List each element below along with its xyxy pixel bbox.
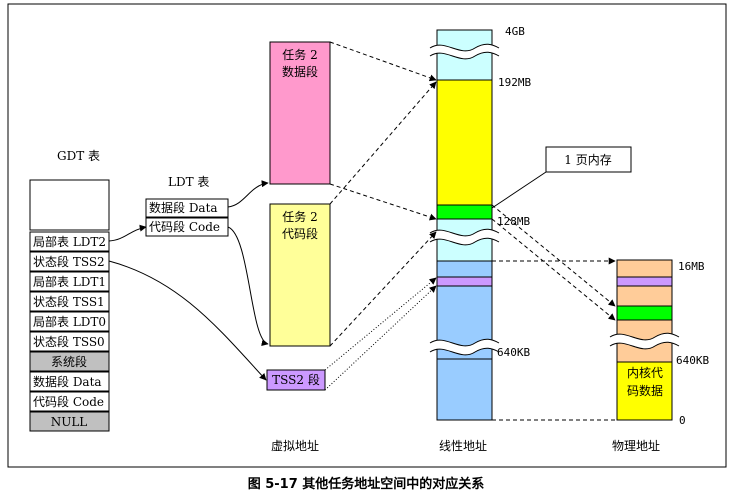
linear-break-low-lines xyxy=(429,338,500,356)
page-callout-label: 1 页内存 xyxy=(564,153,611,167)
gdt-entry-null-label: NULL xyxy=(51,415,88,429)
page-callout-box xyxy=(545,146,632,173)
linear-break-mid xyxy=(430,229,499,245)
map-tss-top xyxy=(324,277,437,371)
ldt-entry-code-label: 代码段 Code xyxy=(149,219,220,234)
gdt-entry-tss1-label: 状态段 TSS1 xyxy=(33,294,105,309)
gdt-entry-data-label: 数据段 Data xyxy=(33,374,102,389)
ldt-title: LDT 表 xyxy=(168,175,209,189)
arrow-ldt2-to-ldt xyxy=(108,224,147,242)
linear-tss-region xyxy=(436,276,493,287)
task2-code-line2: 代码段 xyxy=(282,226,318,241)
task2-data-line1: 任务 2 xyxy=(282,47,317,62)
map-code-bottom xyxy=(329,231,437,347)
linear-label-192mb: 192MB xyxy=(498,76,531,89)
map-code-top xyxy=(329,81,437,205)
map-page-top xyxy=(491,204,616,307)
task2-code-segment xyxy=(269,203,331,347)
arrow-tss2-to-segment xyxy=(108,260,267,381)
arrow-ldt-code-to-segment xyxy=(227,226,269,347)
linear-label-128mb: 128MB xyxy=(497,215,530,228)
linear-break-mid-lines xyxy=(429,228,500,246)
linear-address-label: 线性地址 xyxy=(439,439,487,453)
physical-label-16mb: 16MB xyxy=(678,260,705,273)
physical-label-640kb: 640KB xyxy=(676,354,709,367)
physical-region-top xyxy=(616,259,673,278)
map-data-bottom xyxy=(329,183,437,221)
figure-caption: 图 5-17 其他任务地址空间中的对应关系 xyxy=(248,476,485,492)
gdt-table: 局部表 LDT2 状态段 TSS2 局部表 LDT1 状态段 TSS1 局部表 … xyxy=(29,179,110,432)
map-tss-bottom xyxy=(324,285,437,391)
linear-blue-upper xyxy=(436,260,493,278)
tss2-segment xyxy=(266,369,326,391)
linear-break-low xyxy=(430,339,499,355)
map-data-top xyxy=(329,41,437,82)
gdt-entry-tss2-label: 状态段 TSS2 xyxy=(33,254,105,269)
ldt-entry-data-label: 数据段 Data xyxy=(149,200,218,215)
arrow-ldt-data-to-segment xyxy=(227,180,269,208)
linear-page-region xyxy=(436,204,493,220)
ldt-table: 数据段 Data 代码段 Code xyxy=(145,198,229,237)
figure-frame xyxy=(7,3,727,468)
physical-break xyxy=(610,333,679,349)
tss2-segment-label: TSS2 段 xyxy=(272,372,320,387)
gdt-entry-tss1 xyxy=(29,291,110,312)
ldt-entry-data xyxy=(145,198,229,218)
linear-break-top-lines xyxy=(429,43,500,60)
physical-break-lines xyxy=(609,332,680,350)
gdt-title: GDT 表 xyxy=(57,149,100,163)
linear-yellow-region xyxy=(436,79,493,206)
gdt-entry-data xyxy=(29,371,110,392)
page-callout-pointer xyxy=(491,171,547,209)
gdt-entry-system-label: 系统段 xyxy=(51,354,87,369)
gdt-entry-code-label: 代码段 Code xyxy=(33,394,104,409)
physical-tss-region xyxy=(616,276,673,287)
linear-address-bar xyxy=(429,29,500,421)
gdt-entry-ldt1 xyxy=(29,271,110,292)
gdt-entry-tss0-label: 状态段 TSS0 xyxy=(33,334,105,349)
physical-address-label: 物理地址 xyxy=(612,439,660,453)
linear-break-top xyxy=(430,44,499,59)
gdt-top-blank xyxy=(29,179,110,231)
gdt-entry-ldt2 xyxy=(29,231,110,252)
physical-region-2 xyxy=(616,285,673,307)
physical-kernel-region xyxy=(616,361,673,421)
gdt-entry-ldt0 xyxy=(29,311,110,332)
gdt-entry-null xyxy=(29,411,110,432)
gdt-entry-ldt0-label: 局部表 LDT0 xyxy=(33,314,106,329)
linear-label-4gb: 4GB xyxy=(505,25,525,38)
virtual-address-label: 虚拟地址 xyxy=(271,439,319,453)
task2-data-line2: 数据段 xyxy=(282,64,318,79)
gdt-entry-code xyxy=(29,391,110,412)
physical-label-0: 0 xyxy=(679,414,686,427)
map-page-bottom xyxy=(491,218,616,321)
physical-page-region xyxy=(616,305,673,321)
gdt-entry-ldt2-label: 局部表 LDT2 xyxy=(33,234,106,249)
kernel-label-line1: 内核代 xyxy=(627,366,663,380)
task2-code-line1: 任务 2 xyxy=(282,209,317,224)
physical-address-bar xyxy=(609,259,680,421)
task2-data-segment xyxy=(269,41,331,185)
kernel-label-line2: 码数据 xyxy=(627,383,663,398)
gdt-entry-ldt1-label: 局部表 LDT1 xyxy=(33,274,106,289)
gdt-entry-system xyxy=(29,351,110,372)
linear-label-640kb: 640KB xyxy=(497,346,530,359)
gdt-entry-tss0 xyxy=(29,331,110,352)
